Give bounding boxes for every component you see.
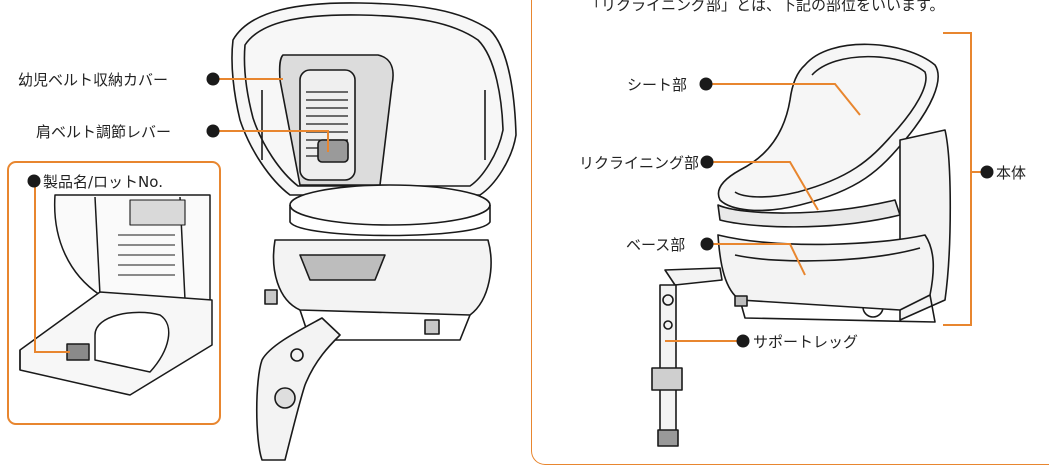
product-name-lot-label: 製品名/ロットNo. [43,173,163,191]
reclining-definition-panel [531,0,1049,465]
reclining-part-label: リクライニング部 [579,154,700,172]
reclining-note: 「リクライニング部」とは、下記の部位をいいます。 [586,0,945,14]
seat-part-label: シート部 [627,76,688,94]
base-part-label: ベース部 [626,236,686,254]
shoulder-belt-lever-label: 肩ベルト調節レバー [36,123,172,141]
body-label: 本体 [996,164,1027,182]
infant-belt-cover-label: 幼児ベルト収納カバー [18,71,169,89]
product-label-inset-frame [7,161,221,425]
support-leg-label: サポートレッグ [753,333,859,351]
